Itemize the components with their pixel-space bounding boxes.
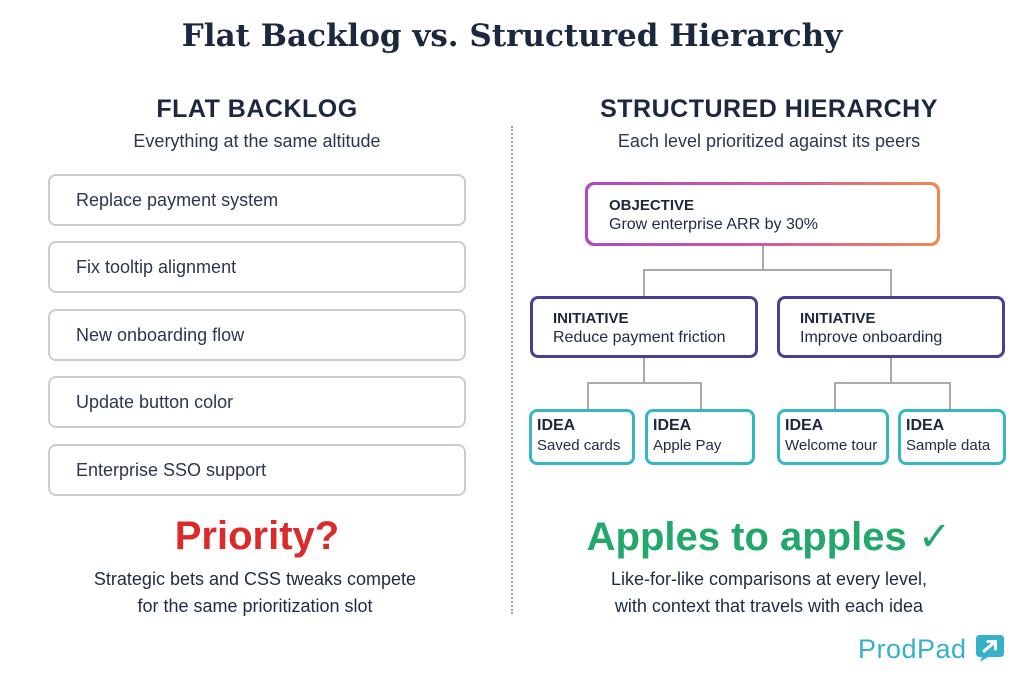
flat-backlog-note: Strategic bets and CSS tweaks compete fo… xyxy=(30,566,480,620)
priority-verdict: Priority? xyxy=(174,514,340,558)
initiative-text: Improve onboarding xyxy=(800,329,943,346)
connector-line xyxy=(587,382,702,384)
hierarchy-heading: STRUCTURED HIERARCHY xyxy=(600,95,938,123)
connector-line xyxy=(890,269,892,296)
connector-line xyxy=(643,358,645,383)
initiative-level: INITIATIVE xyxy=(800,310,876,327)
connector-line xyxy=(834,382,836,409)
initiative-text: Reduce payment friction xyxy=(553,329,726,346)
connector-line xyxy=(643,269,645,296)
page-title: Flat Backlog vs. Structured Hierarchy xyxy=(181,18,843,54)
connector-line xyxy=(949,382,951,409)
backlog-item: Update button color xyxy=(48,376,466,428)
hierarchy-note: Like-for-like comparisons at every level… xyxy=(530,566,1008,620)
idea-node: IDEA Sample data xyxy=(898,409,1006,465)
backlog-item: Enterprise SSO support xyxy=(48,444,466,496)
hierarchy-subheading: Each level prioritized against its peers xyxy=(617,131,921,151)
idea-level: IDEA xyxy=(653,417,692,434)
objective-text: Grow enterprise ARR by 30% xyxy=(609,216,818,233)
objective-node: OBJECTIVE Grow enterprise ARR by 30% xyxy=(585,182,940,246)
hierarchy-note-line-2: with context that travels with each idea xyxy=(614,596,924,616)
idea-text: Sample data xyxy=(906,437,991,454)
idea-node: IDEA Welcome tour xyxy=(777,409,889,465)
initiative-node: INITIATIVE Reduce payment friction xyxy=(530,296,758,358)
flat-note-line-1: Strategic bets and CSS tweaks compete xyxy=(93,569,417,589)
flat-backlog-subheading: Everything at the same altitude xyxy=(133,131,381,151)
initiative-node: INITIATIVE Improve onboarding xyxy=(777,296,1005,358)
apples-verdict: Apples to apples ✓ xyxy=(586,515,952,559)
connector-line xyxy=(700,382,702,409)
idea-level: IDEA xyxy=(785,417,824,434)
backlog-item: Fix tooltip alignment xyxy=(48,241,466,293)
idea-level: IDEA xyxy=(537,417,576,434)
column-divider xyxy=(511,126,513,614)
backlog-item: New onboarding flow xyxy=(48,309,466,361)
flat-note-line-2: for the same prioritization slot xyxy=(137,596,373,616)
hierarchy-note-line-1: Like-for-like comparisons at every level… xyxy=(610,569,928,589)
backlog-item: Replace payment system xyxy=(48,174,466,226)
initiative-level: INITIATIVE xyxy=(553,310,629,327)
connector-line xyxy=(587,382,589,409)
idea-text: Saved cards xyxy=(537,437,621,454)
objective-node-inner: OBJECTIVE Grow enterprise ARR by 30% xyxy=(588,185,937,243)
connector-line xyxy=(890,358,892,383)
idea-text: Welcome tour xyxy=(785,437,878,454)
connector-line xyxy=(834,382,951,384)
connector-line xyxy=(762,246,764,270)
idea-level: IDEA xyxy=(906,417,945,434)
objective-level: OBJECTIVE xyxy=(609,197,695,214)
idea-node: IDEA Saved cards xyxy=(529,409,635,465)
connector-line xyxy=(643,269,892,271)
prodpad-logo-icon xyxy=(976,635,1004,662)
brand-logo-text: ProdPad xyxy=(858,634,967,664)
idea-text: Apple Pay xyxy=(653,437,722,454)
flat-backlog-heading: FLAT BACKLOG xyxy=(156,95,358,123)
idea-node: IDEA Apple Pay xyxy=(645,409,755,465)
